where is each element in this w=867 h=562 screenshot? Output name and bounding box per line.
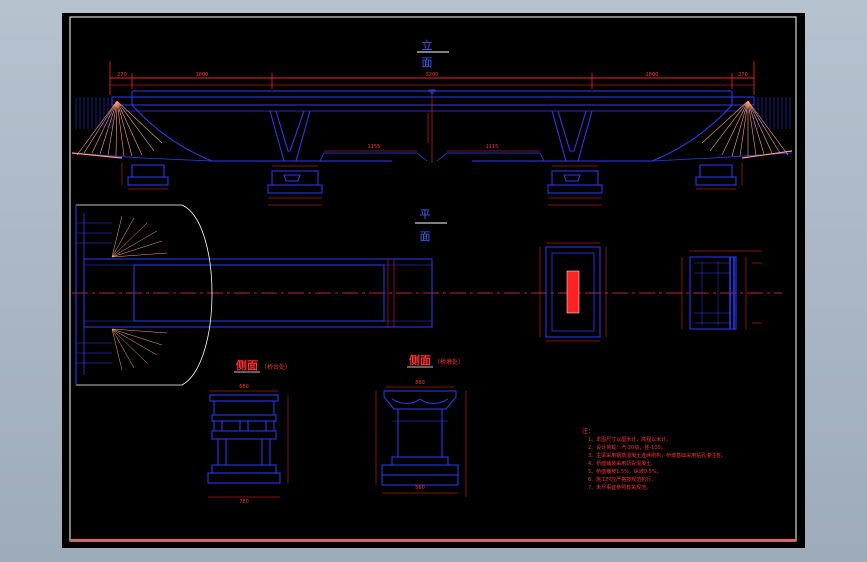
abutment-hatch-right xyxy=(701,100,789,157)
section-detail-b xyxy=(681,250,762,330)
plan-hatch-top xyxy=(111,215,168,258)
elevation-view: 立 面 270 1800 3200 1800 270 xyxy=(71,38,793,206)
note-line-2: 2、设计荷载：汽-20级，挂-100。 xyxy=(588,444,666,451)
elevation-title-top: 立 xyxy=(422,38,433,52)
side-left-base-width: 780 xyxy=(239,499,249,505)
abutment-hatch-left xyxy=(76,100,163,157)
note-line-1: 1、本图尺寸以厘米计，高程以米计。 xyxy=(588,436,671,443)
side-view-abutment: 侧面 （桥台处） 680 780 xyxy=(207,358,291,505)
pier-base-width: 560 xyxy=(415,485,425,491)
section-detail-a xyxy=(539,242,607,342)
drawing-frame: 立 面 270 1800 3200 1800 270 xyxy=(62,13,805,548)
border xyxy=(69,16,797,542)
side-right-title: 侧面 xyxy=(409,353,431,367)
plan-title-bottom: 面 xyxy=(420,230,431,243)
side-left-title: 侧面 xyxy=(236,358,258,372)
deck xyxy=(111,96,755,106)
side-left-top-width: 680 xyxy=(239,384,249,390)
side-view-pier: 侧面 （桥墩处） 880 560 xyxy=(375,353,467,497)
dim-span-left: 1800 xyxy=(196,72,209,78)
dim-ground-left: 1155 xyxy=(368,144,381,150)
note-line-7: 7、未尽事宜参照有关规范。 xyxy=(588,484,651,491)
foundation-left-pier xyxy=(267,170,323,194)
note-line-3: 3、主梁采用钢筋混凝土连续刚构，桥墩基础采用钻孔灌注桩。 xyxy=(588,452,726,459)
foundation-right-pier xyxy=(547,170,603,194)
girder-bottom-left xyxy=(131,104,392,162)
side-left-note: （桥台处） xyxy=(261,363,291,371)
foundation-right-abutment xyxy=(695,164,737,186)
ground-line xyxy=(71,152,793,162)
dim-end-right: 270 xyxy=(738,72,748,78)
plan-view: 平 面 xyxy=(72,204,782,386)
notes-block: 注： 1、本图尺寸以厘米计，高程以米计。 2、设计荷载：汽-20级，挂-100。… xyxy=(582,427,726,491)
notes-heading: 注： xyxy=(582,427,594,435)
plan-hatch-bottom xyxy=(111,328,168,371)
dim-ground-right: 1115 xyxy=(486,144,499,150)
dim-span-right: 1800 xyxy=(646,72,659,78)
foundation-left-abutment xyxy=(127,164,169,186)
pier-cap-width: 880 xyxy=(415,380,425,386)
drawing-canvas: 立 面 270 1800 3200 1800 270 xyxy=(69,16,797,542)
note-line-4: 4、桥面铺装采用沥青混凝土。 xyxy=(588,460,656,467)
abutment-wall-right xyxy=(753,97,791,129)
note-line-5: 5、桥面横坡1.5%，纵坡0.5%。 xyxy=(588,468,662,475)
dim-end-left: 270 xyxy=(117,72,127,78)
abutment-wall-left xyxy=(75,97,113,129)
plan-abutment-outline xyxy=(76,204,213,386)
plan-title-top: 平 xyxy=(420,208,431,221)
note-line-6: 6、施工时应严格按规范执行。 xyxy=(588,476,656,483)
elevation-title-bottom: 面 xyxy=(422,56,433,69)
v-pier-left xyxy=(269,110,311,162)
plan-deck xyxy=(83,258,433,328)
section-fill xyxy=(566,270,580,314)
v-pier-right xyxy=(551,110,593,162)
dim-span-mid: 3200 xyxy=(426,72,439,78)
side-right-note: （桥墩处） xyxy=(434,358,464,366)
girder-bottom-right xyxy=(472,104,733,162)
